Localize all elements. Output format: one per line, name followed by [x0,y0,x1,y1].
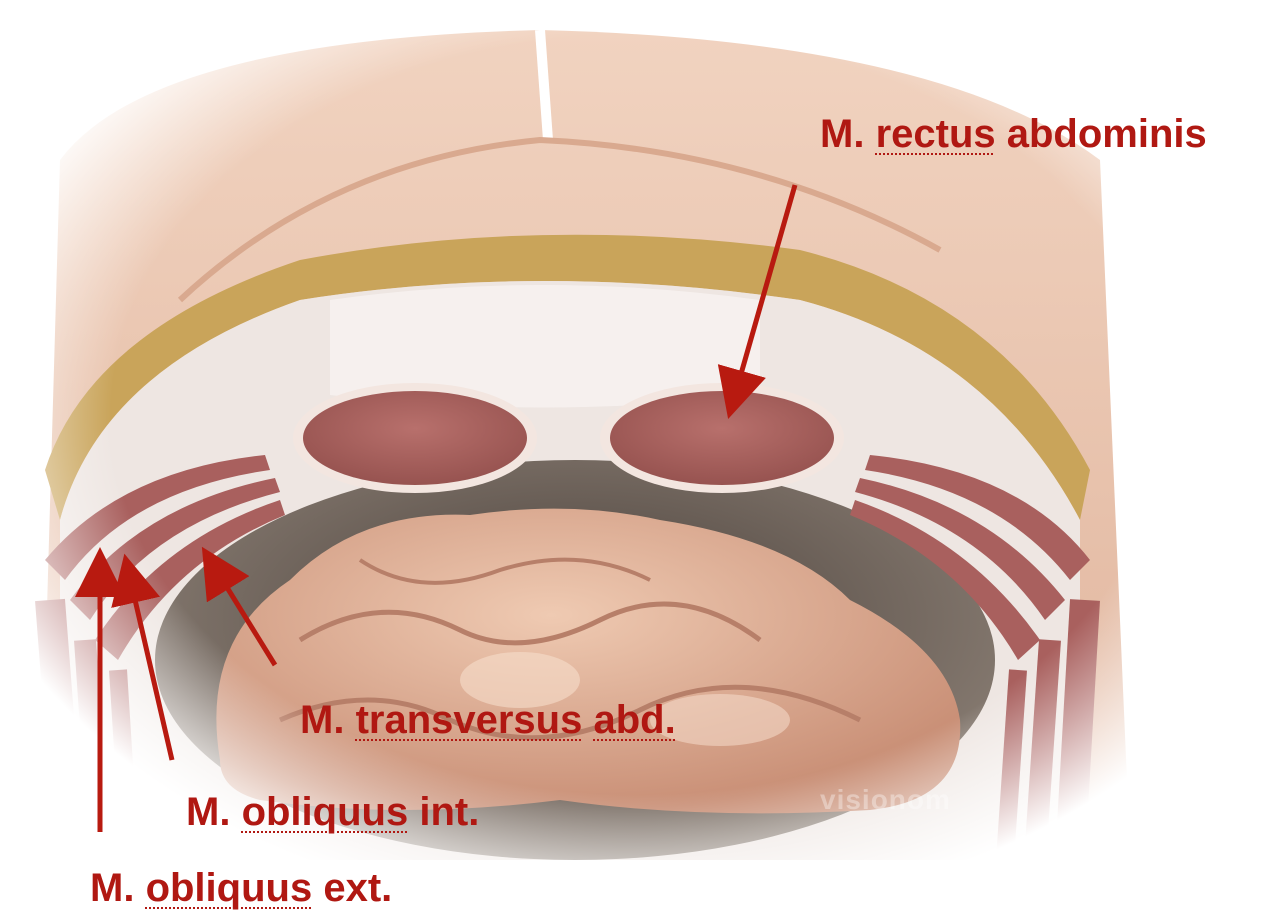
label-obliquus-int: M. obliquus int. [186,792,479,832]
label-prefix: M. [300,698,344,742]
label-word: int. [419,790,479,834]
label-word: obliquus [146,866,313,910]
label-word: rectus [876,112,996,156]
label-prefix: M. [90,866,134,910]
label-word: ext. [323,866,392,910]
label-word: obliquus [242,790,409,834]
label-word: abdominis [1007,112,1207,156]
watermark-text: visionom [820,784,951,816]
label-prefix: M. [820,112,864,156]
label-word: abd. [593,698,675,742]
label-rectus-abdominis: M. rectus abdominis [820,114,1207,154]
label-prefix: M. [186,790,230,834]
label-obliquus-ext: M. obliquus ext. [90,868,392,908]
label-transversus-abd: M. transversus abd. [300,700,676,740]
label-word: transversus [356,698,583,742]
